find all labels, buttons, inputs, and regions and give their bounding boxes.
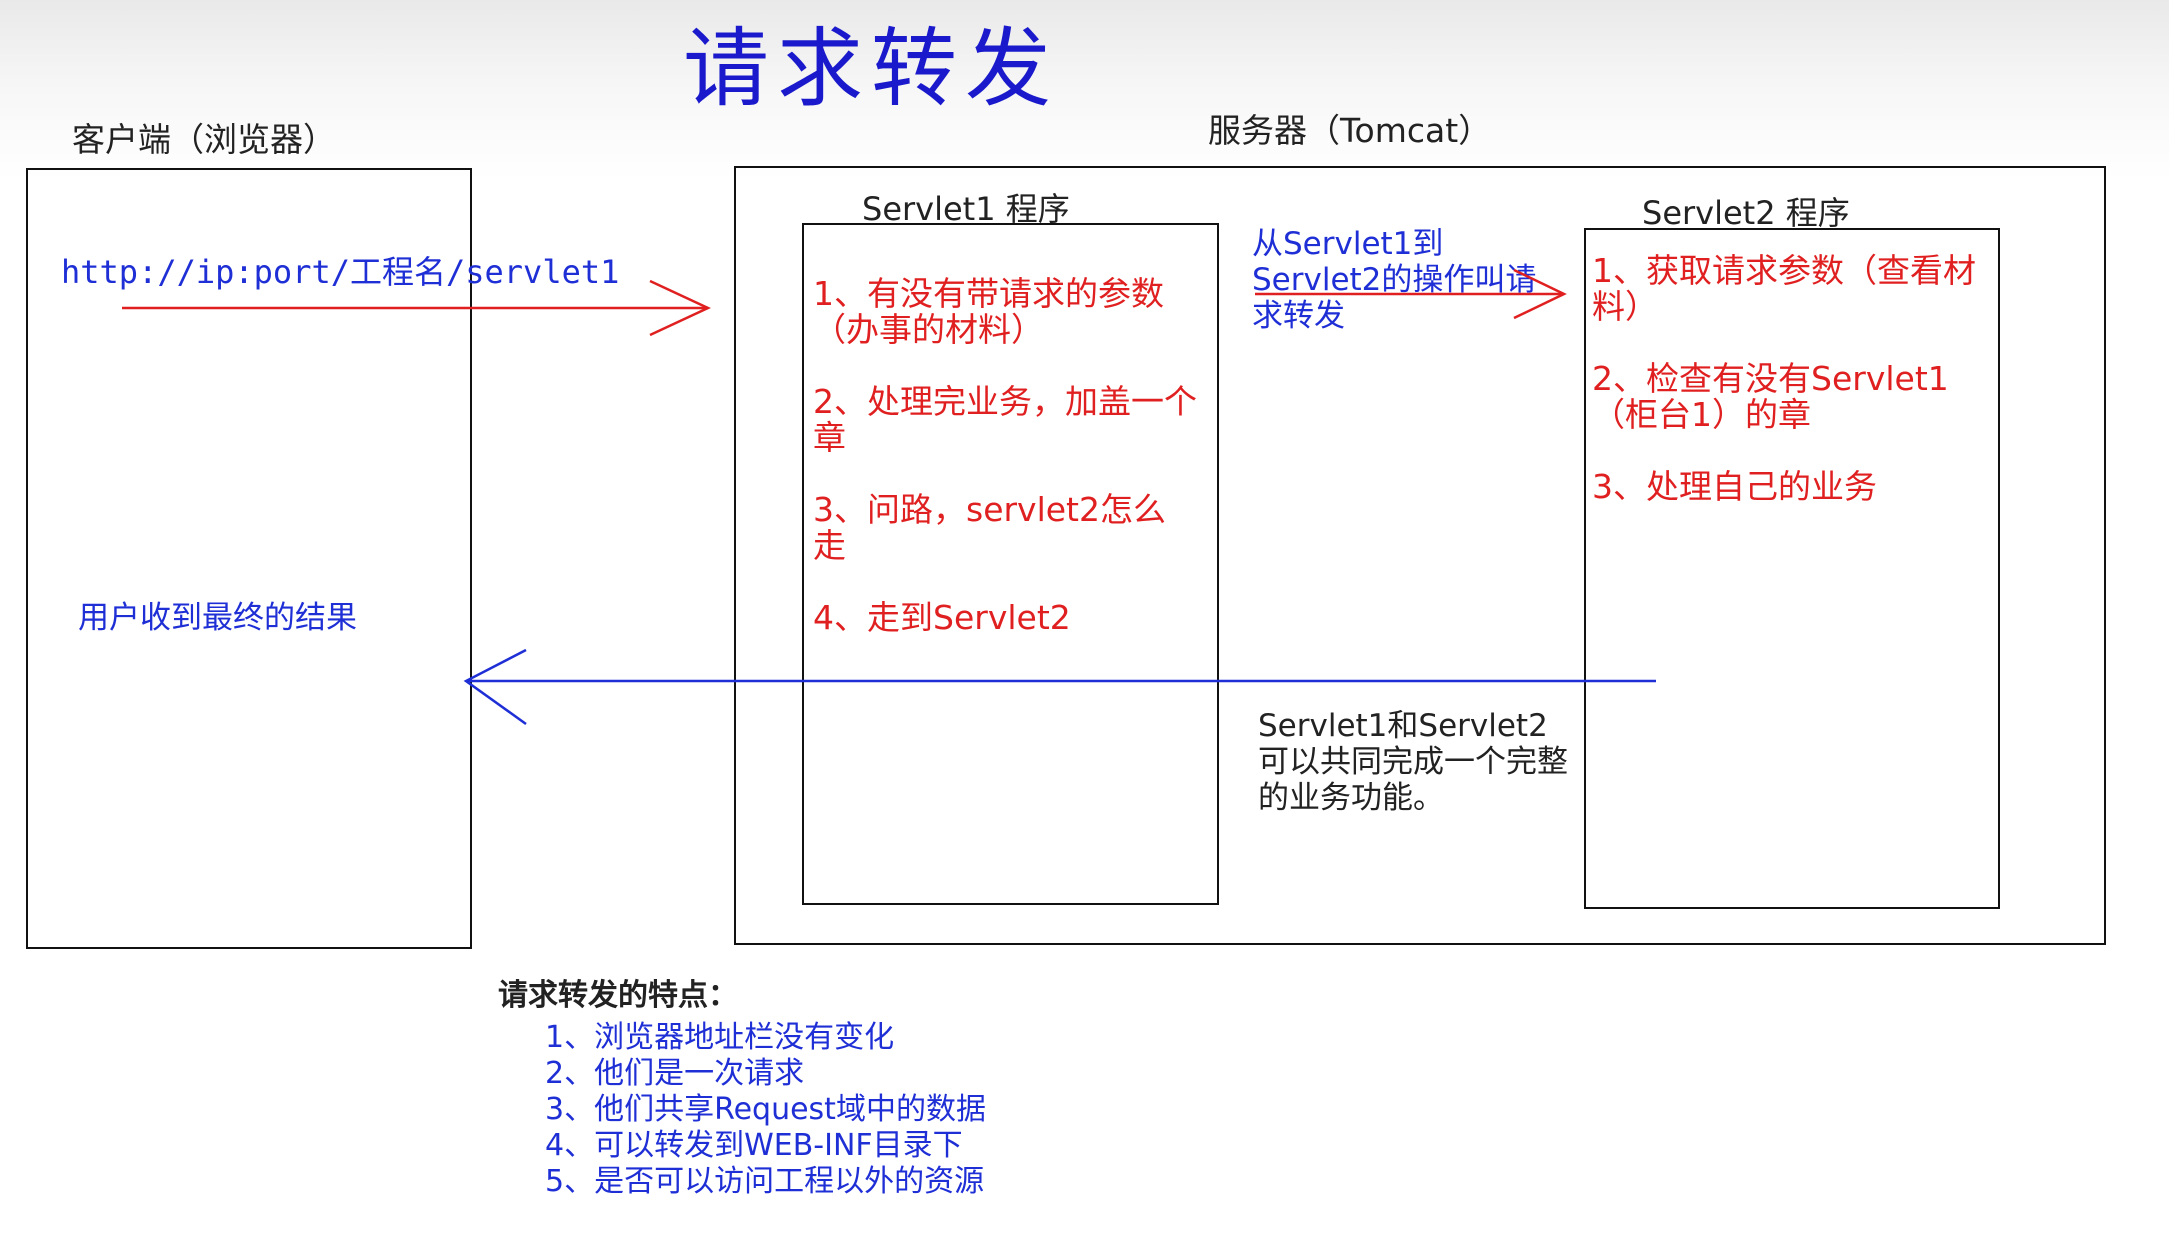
request-arrow	[122, 279, 711, 337]
feature-item: 3、他们共享Request域中的数据	[545, 1092, 986, 1127]
servlet1-step-4: 4、走到Servlet2	[813, 598, 1071, 637]
client-result: 用户收到最终的结果	[78, 600, 357, 636]
servlet2-step-1: 1、获取请求参数（查看材料）	[1592, 251, 1976, 326]
servlet1-title: Servlet1 程序	[862, 190, 1070, 228]
features-list: 1、浏览器地址栏没有变化 2、他们是一次请求 3、他们共享Request域中的数…	[545, 1020, 986, 1200]
servlet1-box	[802, 223, 1219, 905]
response-arrow	[463, 648, 1656, 726]
page-title: 请求转发	[683, 19, 1059, 119]
servlet2-step-2: 2、检查有没有Servlet1（柜台1）的章	[1592, 359, 1949, 434]
feature-item: 1、浏览器地址栏没有变化	[545, 1020, 895, 1055]
feature-item: 2、他们是一次请求	[545, 1056, 805, 1091]
features-title: 请求转发的特点：	[498, 978, 738, 1013]
client-box	[26, 168, 472, 949]
shared-note: Servlet1和Servlet2可以共同完成一个完整的业务功能。	[1258, 708, 1568, 816]
client-heading: 客户端（浏览器）	[72, 120, 336, 159]
servlet2-title: Servlet2 程序	[1642, 194, 1850, 232]
servlet1-step-2: 2、处理完业务，加盖一个章	[813, 382, 1197, 457]
servlet2-box	[1584, 228, 2000, 909]
servlet1-step-3: 3、问路，servlet2怎么走	[813, 490, 1166, 565]
forward-arrow	[1255, 268, 1567, 320]
servlet1-step-1: 1、有没有带请求的参数（办事的材料）	[813, 274, 1164, 349]
feature-item: 5、是否可以访问工程以外的资源	[545, 1164, 985, 1199]
forward-note: 从Servlet1到Servlet2的操作叫请求转发	[1252, 226, 1537, 334]
server-heading: 服务器（Tomcat）	[1208, 111, 1492, 150]
feature-item: 4、可以转发到WEB-INF目录下	[545, 1128, 963, 1163]
servlet2-step-3: 3、处理自己的业务	[1592, 467, 1877, 506]
request-url: http://ip:port/工程名/servlet1	[61, 253, 620, 291]
server-box	[734, 166, 2106, 945]
